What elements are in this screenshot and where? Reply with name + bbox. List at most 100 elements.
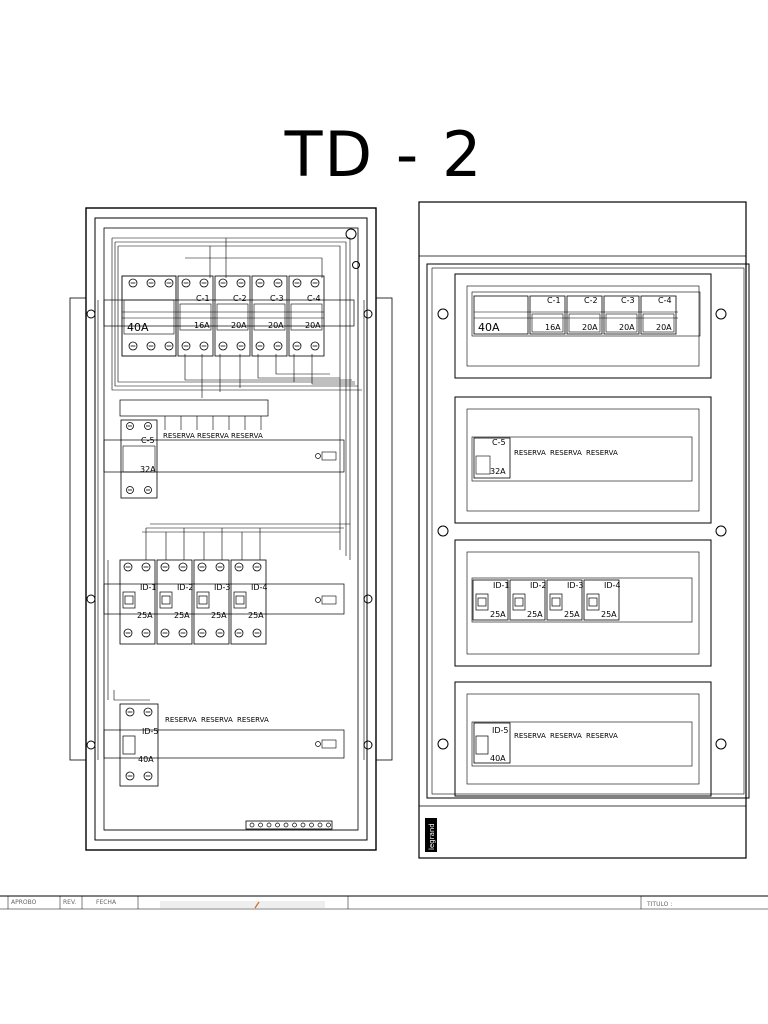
mount-hole-icon	[86, 740, 96, 750]
cover-screw-icon	[437, 738, 449, 750]
reserve-label: RESERVA	[514, 449, 546, 457]
breaker-rating: 20A	[582, 323, 598, 332]
din-rail-4	[103, 729, 345, 759]
differential-rating: 25A	[564, 610, 580, 619]
ground-screw-icon	[283, 822, 289, 828]
differential-rating: 25A	[248, 611, 264, 620]
differential-label: ID-3	[214, 583, 231, 592]
breaker-label: C-4	[658, 296, 672, 305]
terminal-screw-icon	[255, 341, 265, 351]
terminal-screw-icon	[123, 562, 133, 572]
brand-label: legrand	[425, 818, 437, 852]
switch-label: ID-5	[492, 726, 509, 735]
terminal-screw-icon	[252, 562, 262, 572]
window-frames	[454, 273, 712, 797]
reserve-label: RESERVA	[550, 449, 582, 457]
cover-screw-icon	[437, 525, 449, 537]
terminal-screw-icon	[144, 422, 152, 430]
terminal-screw-icon	[197, 628, 207, 638]
titulo-label: TITULO :	[646, 901, 672, 908]
terminal-screw-icon	[125, 707, 135, 717]
din-rail-2	[103, 439, 345, 473]
title-block: APROBO REV. FECHA TITULO :	[0, 895, 768, 910]
terminal-screw-icon	[178, 628, 188, 638]
differential-id3	[193, 559, 230, 645]
front-main-switch: 40A	[473, 295, 529, 335]
mount-hole-icon	[86, 309, 96, 319]
din-rail-3	[103, 583, 345, 615]
front-differential-id1	[472, 579, 509, 621]
front-breaker-c3	[603, 295, 640, 335]
terminal-screw-icon	[234, 628, 244, 638]
ground-screw-icon	[300, 822, 306, 828]
mount-hole-icon	[345, 228, 357, 240]
breaker-rating: 16A	[545, 323, 561, 332]
terminal-screw-icon	[199, 341, 209, 351]
differential-label: ID-1	[493, 581, 510, 590]
main-switch-rating: 40A	[127, 321, 149, 334]
differential-id4	[230, 559, 267, 645]
breaker-rating: 32A	[490, 467, 506, 476]
front-breaker-c5	[473, 437, 511, 479]
right-outer-frame	[418, 201, 747, 859]
terminal-screw-icon	[181, 341, 191, 351]
ground-screw-icon	[258, 822, 263, 828]
terminal-screw-icon	[146, 341, 156, 351]
mount-hole-icon	[363, 309, 373, 319]
breaker-rating: 16A	[194, 321, 210, 330]
breaker-c5	[120, 419, 158, 499]
breaker-c1	[177, 275, 214, 357]
reserve-label: RESERVA	[201, 716, 233, 724]
terminal-screw-icon	[199, 278, 209, 288]
switch-rating: 40A	[490, 754, 506, 763]
terminal-screw-icon	[181, 278, 191, 288]
cover-screw-icon	[715, 308, 727, 320]
breaker-label: C-2	[233, 294, 247, 303]
terminal-screw-icon	[141, 562, 151, 572]
terminal-screw-icon	[125, 771, 135, 781]
differential-rating: 25A	[137, 611, 153, 620]
differential-rating: 25A	[527, 610, 543, 619]
breaker-label: C-5	[492, 438, 506, 447]
terminal-screw-icon	[197, 562, 207, 572]
front-differential-id4	[583, 579, 620, 621]
terminal-screw-icon	[144, 486, 152, 494]
terminal-screw-icon	[126, 486, 134, 494]
breaker-c3	[251, 275, 288, 357]
breaker-c4	[288, 275, 325, 357]
reserve-label: RESERVA	[586, 449, 618, 457]
terminal-screw-icon	[164, 341, 174, 351]
ground-screw-icon	[249, 822, 255, 828]
terminal-screw-icon	[160, 628, 170, 638]
terminal-screw-icon	[141, 628, 151, 638]
ground-screw-icon	[309, 822, 314, 828]
reserve-label: RESERVA	[586, 732, 618, 740]
breaker-rating: 20A	[656, 323, 672, 332]
terminal-screw-icon	[215, 562, 225, 572]
reserve-label: RESERVA	[163, 432, 195, 440]
terminal-screw-icon	[160, 562, 170, 572]
left-inner-frame	[94, 217, 368, 841]
ground-screw-icon	[317, 822, 323, 828]
terminal-screw-icon	[273, 341, 283, 351]
differential-rating: 25A	[211, 611, 227, 620]
differential-rating: 25A	[601, 610, 617, 619]
differential-label: ID-3	[567, 581, 584, 590]
brand-name: legrand	[428, 823, 436, 850]
ground-screw-icon	[326, 822, 331, 828]
breaker-rating: 20A	[305, 321, 321, 330]
terminal-screw-icon	[215, 628, 225, 638]
terminal-screw-icon	[128, 278, 138, 288]
terminal-screw-icon	[292, 278, 302, 288]
terminal-screw-icon	[123, 628, 133, 638]
terminal-screw-icon	[310, 278, 320, 288]
terminal-screw-icon	[310, 341, 320, 351]
differential-label: ID-4	[251, 583, 268, 592]
breaker-rating: 20A	[619, 323, 635, 332]
differential-rating: 25A	[174, 611, 190, 620]
